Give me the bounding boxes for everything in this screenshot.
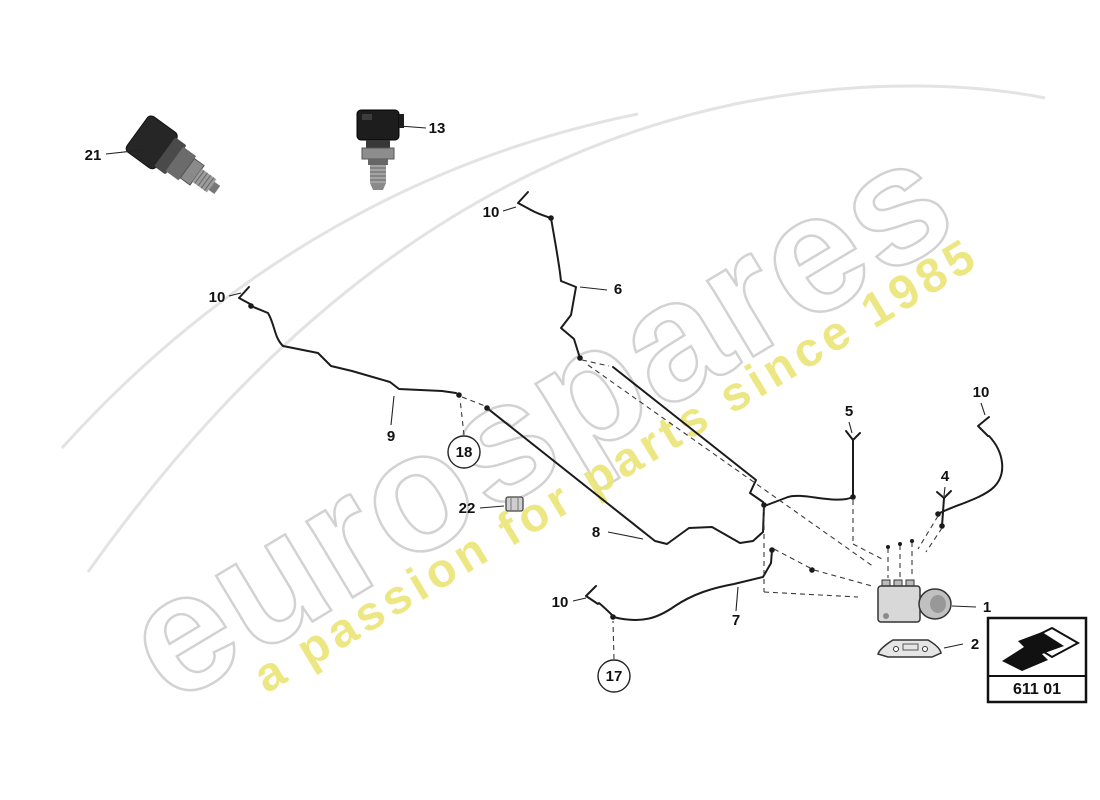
callout-4[interactable]: 4 xyxy=(941,468,950,485)
callout-17[interactable]: 17 xyxy=(606,668,623,685)
callout-13[interactable]: 13 xyxy=(429,120,446,137)
sensor-hex-nut xyxy=(179,157,205,186)
fitting-10-right-hook xyxy=(977,416,990,437)
swoosh-curve xyxy=(86,84,1046,573)
leader-4 xyxy=(943,486,946,497)
brake-line-right xyxy=(935,416,1004,517)
leader-6 xyxy=(579,286,608,291)
callout-21[interactable]: 21 xyxy=(85,147,102,164)
direction-arrow-icon xyxy=(1002,626,1081,671)
leader-2 xyxy=(943,643,964,649)
callout-circle[interactable] xyxy=(597,659,631,693)
swoosh-curve xyxy=(60,112,639,450)
callout-1[interactable]: 1 xyxy=(983,599,991,616)
brake-line-5 xyxy=(766,430,861,506)
callout-7[interactable]: 7 xyxy=(732,612,740,629)
leader-9 xyxy=(390,395,395,426)
sensor-tip xyxy=(370,183,386,190)
callout-22[interactable]: 22 xyxy=(459,500,476,517)
connector-glint xyxy=(362,114,372,120)
fitting-10-bottom-hook xyxy=(585,585,599,605)
dashed-connectors xyxy=(459,359,943,660)
leader-10b xyxy=(228,292,242,297)
part-13-sensor xyxy=(356,109,404,190)
part-22-clamp xyxy=(505,496,524,512)
connector-clip xyxy=(399,114,404,128)
leader-10c xyxy=(980,402,986,416)
circled-callout-17[interactable]: 17 xyxy=(597,659,631,693)
callout-10d[interactable]: 10 xyxy=(552,594,569,611)
leader-5 xyxy=(848,421,853,434)
sensor-thread xyxy=(370,165,386,183)
sensor-tip xyxy=(208,181,221,195)
sensor-body xyxy=(165,146,197,181)
sensor-collar xyxy=(154,138,186,174)
part-2-bracket xyxy=(877,639,942,658)
callout-18[interactable]: 18 xyxy=(456,444,473,461)
callout-10c[interactable]: 10 xyxy=(973,384,990,401)
circled-callout-18[interactable]: 18 xyxy=(447,435,481,469)
leader-1 xyxy=(951,605,977,608)
diagram-code: 611 01 xyxy=(1013,681,1061,698)
leader-8 xyxy=(607,531,644,540)
abs-detail xyxy=(883,613,889,619)
brake-line-8 xyxy=(484,405,767,545)
part-1-abs-unit xyxy=(877,579,952,623)
leader-22 xyxy=(479,505,505,509)
callout-5[interactable]: 5 xyxy=(845,403,853,420)
leader-10a xyxy=(502,206,517,212)
leader-10d xyxy=(572,597,587,602)
brake-line-9 xyxy=(238,286,462,398)
callout-10b[interactable]: 10 xyxy=(209,289,226,306)
callout-6[interactable]: 6 xyxy=(614,281,622,298)
callout-10a[interactable]: 10 xyxy=(483,204,500,221)
callout-circle[interactable] xyxy=(447,435,481,469)
callout-2[interactable]: 2 xyxy=(971,636,979,653)
brake-line-7 xyxy=(585,547,815,621)
fitting-10-left-hook xyxy=(238,286,253,306)
sensor-thread xyxy=(192,168,217,193)
thread-stripes xyxy=(194,170,215,191)
fitting-10-top-hook xyxy=(517,191,532,211)
legend-box: 611 01 xyxy=(986,616,1088,704)
sensor-neck xyxy=(366,140,390,148)
brake-line-6 xyxy=(517,191,583,361)
leader-21 xyxy=(105,149,143,155)
leader-13 xyxy=(399,125,427,129)
callout-8[interactable]: 8 xyxy=(592,524,600,541)
sensor-hex-nut xyxy=(361,147,395,160)
sensor-collar xyxy=(368,159,388,165)
callout-9[interactable]: 9 xyxy=(387,428,395,445)
leader-7 xyxy=(735,586,739,612)
abs-motor-cap xyxy=(930,595,946,613)
part-21-sensor xyxy=(125,115,221,195)
thread-stripes xyxy=(370,167,386,181)
